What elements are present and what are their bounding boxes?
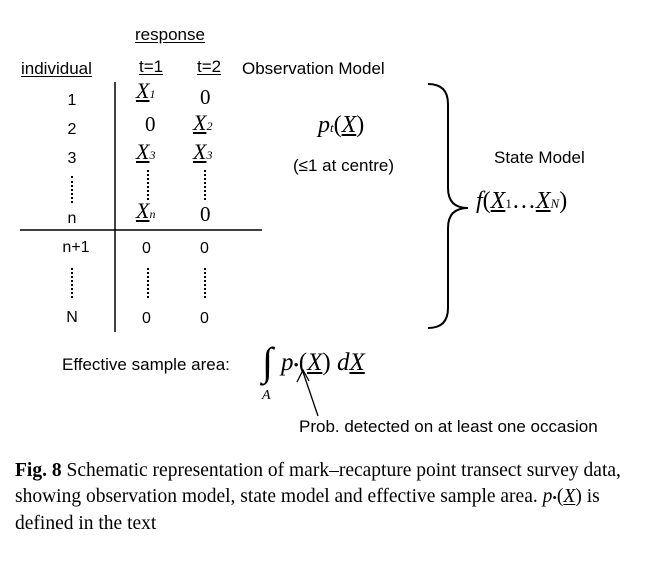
- bullet-subscript: •: [293, 358, 299, 374]
- subscript: t: [330, 120, 334, 135]
- column-ellipsis: [204, 170, 206, 200]
- t2-header: t=2: [197, 57, 222, 76]
- subscript: N: [550, 196, 560, 211]
- column-ellipsis: [147, 268, 149, 298]
- close-paren: ): [356, 112, 365, 138]
- column-ellipsis: [204, 268, 206, 298]
- subscript: 1: [149, 87, 156, 101]
- cell-zero: 0: [200, 85, 211, 109]
- open-paren: (: [482, 188, 491, 214]
- annotation-text: Prob. detected on at least one occasion: [299, 417, 598, 436]
- cell-x3-t2: X3: [193, 139, 212, 165]
- p-symbol: p: [318, 112, 330, 138]
- subscript: n: [149, 207, 156, 221]
- cell-x2-t2: X2: [193, 110, 212, 136]
- cell-zero: 0: [142, 240, 151, 257]
- state-model-brace: [427, 83, 469, 329]
- x-symbol: X: [193, 139, 207, 164]
- caption-tail: is defined in the text: [15, 486, 600, 534]
- caption-label: Fig. 8: [15, 460, 62, 481]
- row-label: N: [66, 309, 78, 326]
- cell-zero: 0: [142, 310, 151, 327]
- caption-open-paren: (: [556, 486, 564, 507]
- caption-text: Schematic representation of mark–recaptu…: [15, 460, 621, 507]
- response-header: response: [135, 25, 205, 44]
- subscript: 3: [149, 148, 156, 162]
- close-paren: ): [322, 349, 331, 376]
- integral-sign: ∫: [262, 339, 273, 384]
- row-label: n: [67, 210, 77, 227]
- observation-note: (≤1 at centre): [293, 156, 394, 175]
- observation-model-title: Observation Model: [242, 59, 385, 78]
- open-paren: (: [333, 112, 342, 138]
- ellipsis: …: [511, 188, 536, 214]
- cell-zero: 0: [200, 310, 209, 327]
- cell-x1-t1: X1: [136, 78, 155, 104]
- row-ellipsis: [71, 176, 73, 203]
- x-symbol: X: [341, 112, 357, 138]
- d-symbol: d: [336, 349, 350, 376]
- effective-area-label: Effective sample area:: [62, 355, 230, 374]
- f-symbol: f: [476, 188, 483, 214]
- figure-caption: Fig. 8 Schematic representation of mark–…: [15, 458, 647, 537]
- effective-area-formula: p•(X) dX: [281, 349, 365, 377]
- x-symbol: X: [535, 188, 551, 214]
- subscript: 1: [505, 196, 512, 211]
- close-paren: ): [559, 188, 568, 214]
- row-label: n+1: [62, 239, 90, 256]
- annotation-arrow: [302, 371, 319, 417]
- caption-p-symbol: p: [542, 486, 553, 507]
- cell-x3-t1: X3: [136, 139, 155, 165]
- cell-zero: 0: [200, 202, 211, 226]
- annotation-arrowhead: [296, 368, 310, 383]
- subscript: 2: [206, 119, 213, 133]
- row-label: 3: [67, 150, 77, 167]
- individual-header: individual: [21, 59, 92, 78]
- observation-formula: pt(X): [318, 112, 364, 139]
- t1-header: t=1: [139, 57, 164, 76]
- x-symbol: X: [349, 349, 365, 376]
- x-symbol: X: [136, 198, 150, 223]
- caption-close-paren: ): [575, 486, 582, 507]
- row-label: 1: [67, 92, 77, 109]
- caption-x-symbol: X: [563, 486, 576, 507]
- open-paren: (: [298, 349, 308, 376]
- x-symbol: X: [307, 349, 323, 376]
- state-model-title: State Model: [494, 148, 585, 167]
- state-formula: f(X1…XN): [476, 188, 567, 215]
- subscript: 3: [206, 148, 213, 162]
- x-symbol: X: [193, 110, 207, 135]
- cell-xn-t1: Xn: [136, 198, 155, 224]
- column-ellipsis: [147, 170, 149, 200]
- caption-bullet: •: [552, 490, 557, 505]
- cell-zero: 0: [145, 112, 156, 136]
- cell-zero: 0: [200, 240, 209, 257]
- row-label: 2: [67, 121, 77, 138]
- p-symbol: p: [281, 349, 294, 376]
- integral-limit: A: [262, 388, 271, 403]
- x-symbol: X: [490, 188, 506, 214]
- x-symbol: X: [136, 139, 150, 164]
- row-ellipsis: [71, 268, 73, 298]
- x-symbol: X: [136, 78, 150, 103]
